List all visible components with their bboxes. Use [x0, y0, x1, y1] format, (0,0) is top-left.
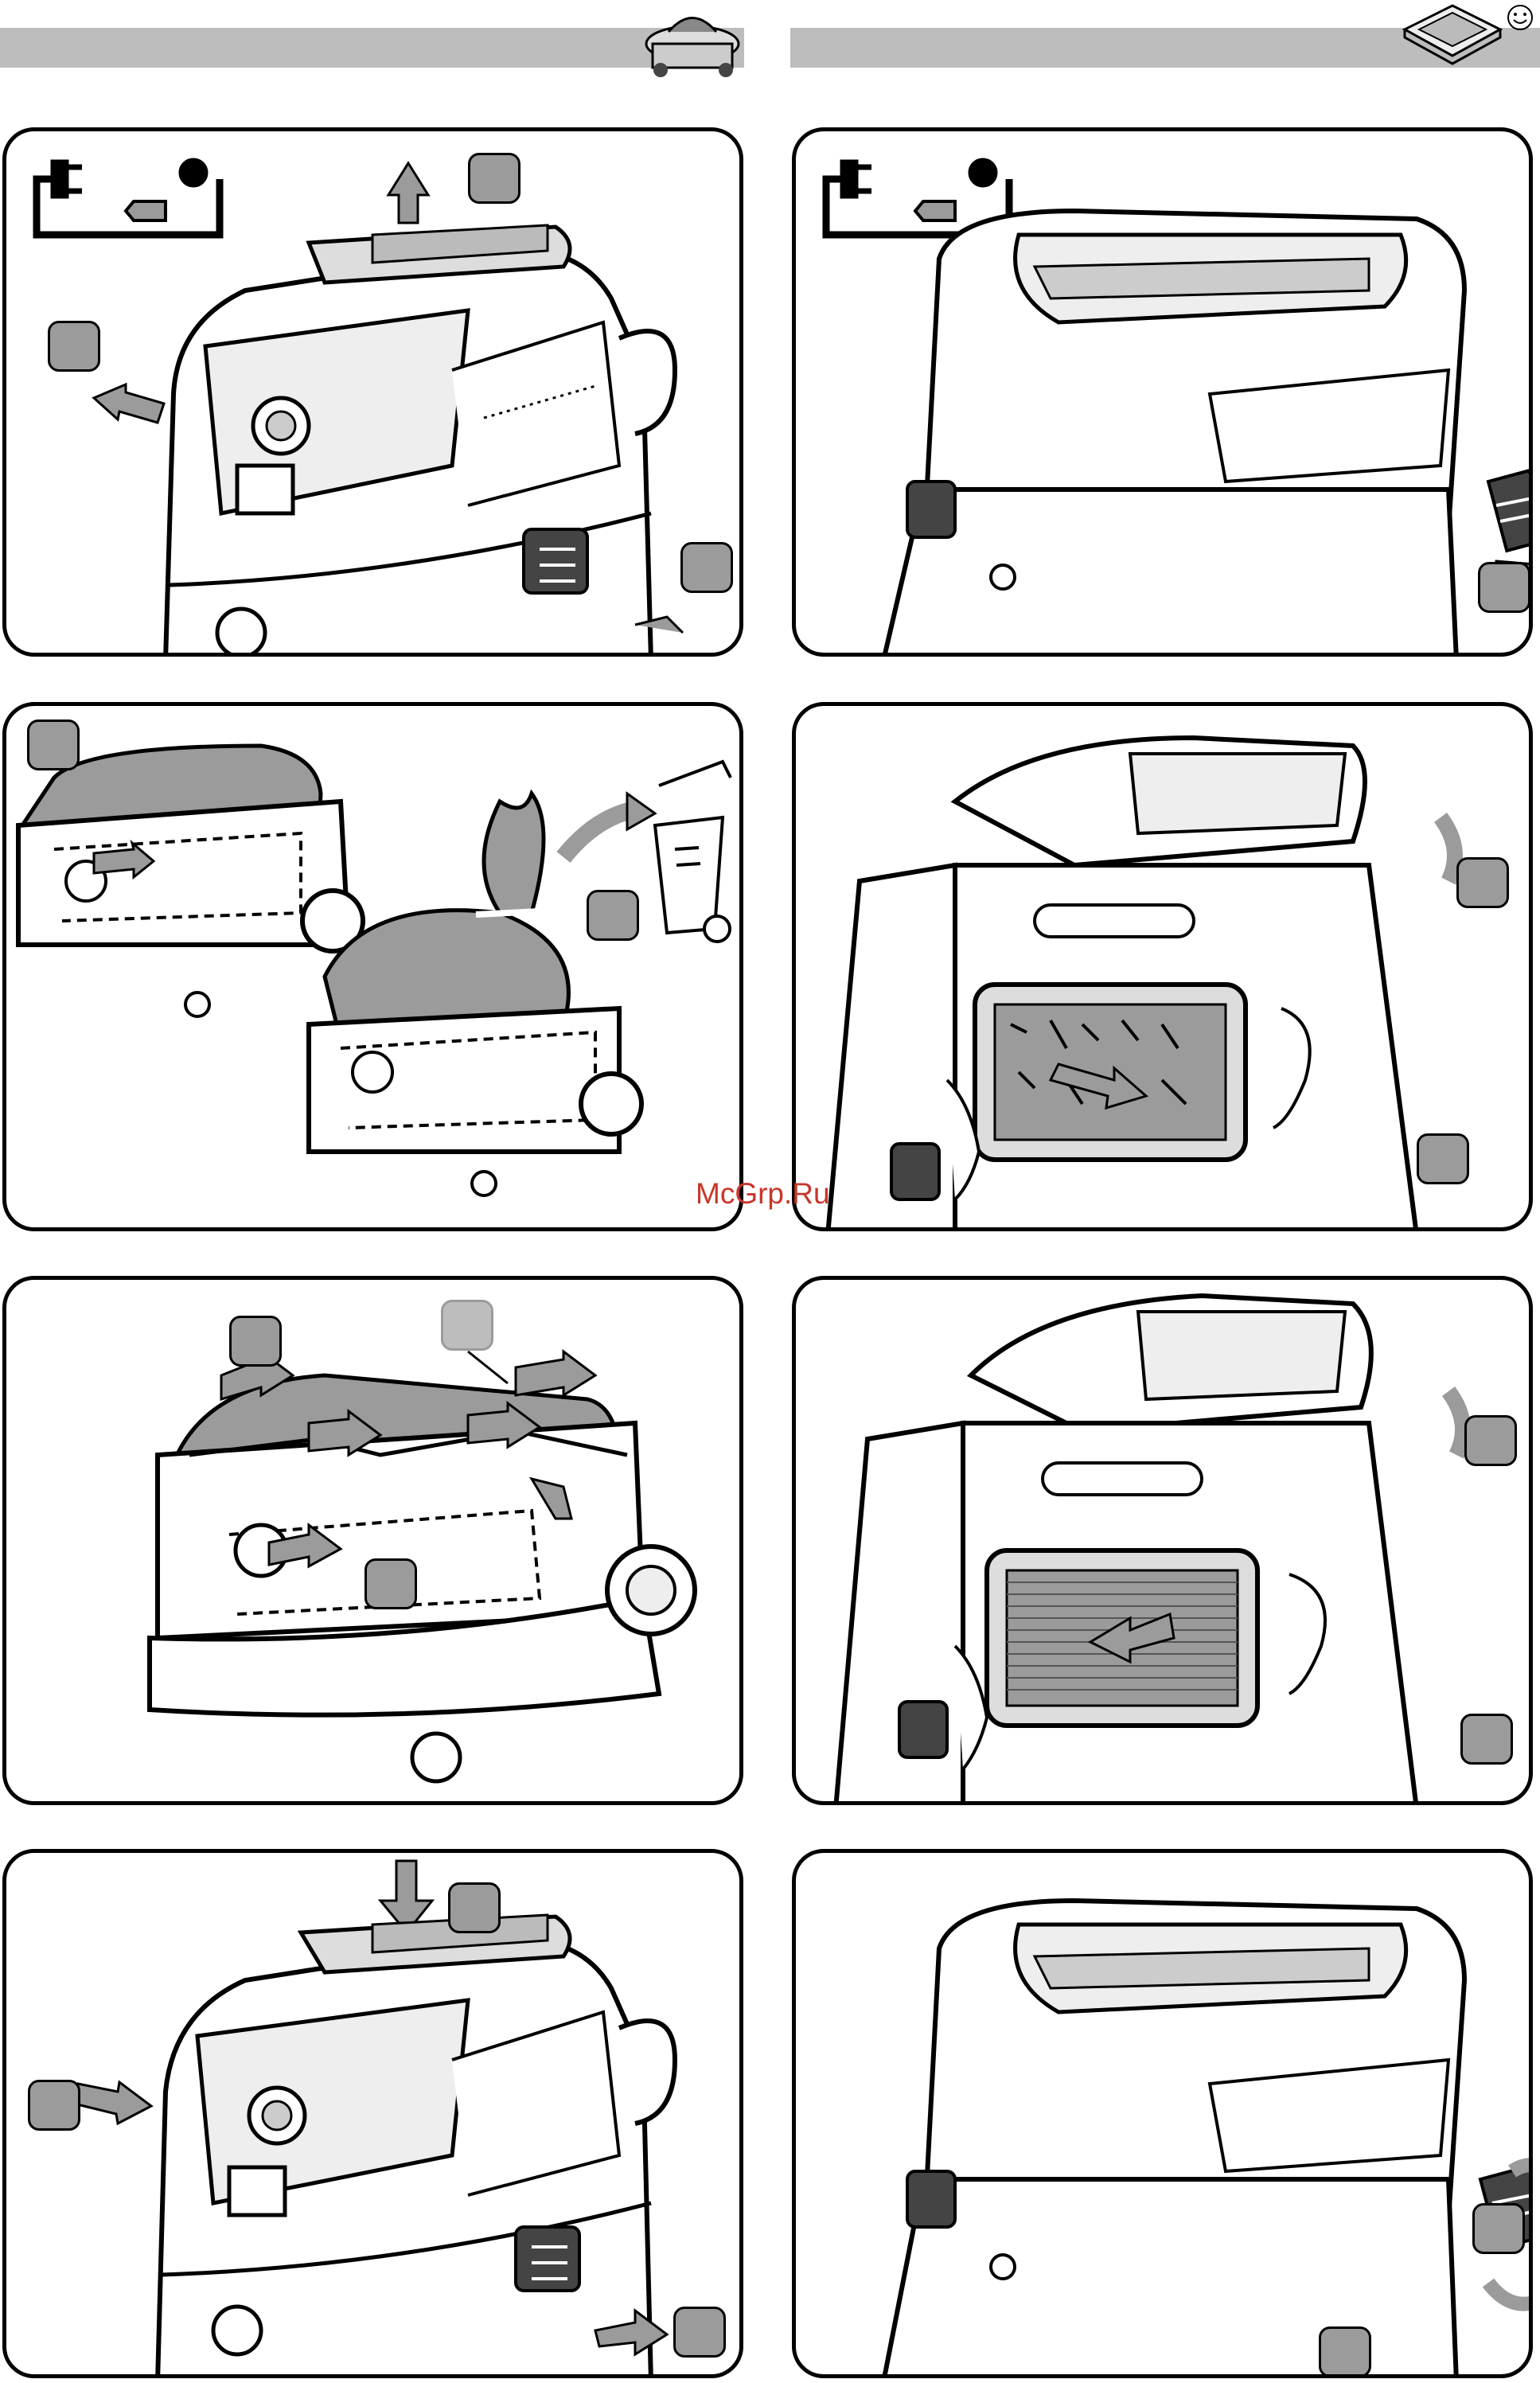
vacuum-illustration: [796, 131, 1533, 657]
arrow-left-icon: [94, 384, 164, 423]
step-badge: [1456, 857, 1509, 908]
curved-arrow-icon: [563, 809, 635, 857]
panel-unplug-remove-filter-cassette: [792, 127, 1533, 657]
unplug-icon: [37, 162, 220, 235]
step-badge: [673, 2307, 726, 2358]
panel-lift-remove-filter: [792, 702, 1533, 1231]
panel-close-lid: [2, 1849, 743, 2378]
filter-cartridge-icon: [1397, 2, 1508, 65]
step-badge: [48, 321, 100, 372]
step-badge: [1417, 1133, 1469, 1184]
arrow-up-icon: [388, 163, 428, 223]
vacuum-illustration: [6, 1853, 743, 2378]
step-badge: [1472, 2203, 1525, 2254]
panel-unplug-open-lid: [2, 127, 743, 657]
latch-icon: [516, 2227, 579, 2291]
smiley-icon: [1506, 3, 1534, 32]
curved-arrow-icon: [1441, 817, 1455, 881]
step-badge: [1478, 562, 1530, 613]
vacuum-illustration: [796, 1280, 1533, 1805]
panel-insert-new-bag: [2, 1276, 743, 1805]
vacuum-bag-icon: [637, 0, 748, 80]
step-badge: [587, 890, 639, 941]
arrow-right-icon: [74, 2082, 151, 2124]
step-badge: [27, 720, 80, 770]
step-badge: [28, 2080, 80, 2131]
panel-insert-filter-cassette: [792, 1849, 1533, 2378]
step-badge: [1319, 2326, 1371, 2377]
panel-remove-dispose-bag: [2, 702, 743, 1231]
step-badge: [441, 1300, 493, 1351]
step-badge: [448, 1882, 501, 1933]
step-badge: [1464, 1415, 1517, 1466]
step-badge: [1460, 1714, 1513, 1765]
step-badge: [365, 1558, 417, 1609]
watermark: McGrp.Ru: [696, 1177, 830, 1211]
vacuum-illustration: [6, 706, 743, 1231]
panel-insert-new-filter: [792, 1276, 1533, 1805]
header-bar-left: [0, 28, 744, 68]
trash-bin-icon: [655, 762, 731, 942]
curved-arrow-icon: [1448, 1391, 1463, 1455]
vacuum-illustration: [6, 1280, 743, 1805]
vacuum-illustration: [796, 1853, 1533, 2378]
vacuum-illustration: [6, 131, 743, 657]
step-badge: [229, 1316, 282, 1367]
step-badge: [468, 153, 520, 204]
step-badge: [680, 542, 733, 593]
latch-icon: [524, 529, 587, 593]
